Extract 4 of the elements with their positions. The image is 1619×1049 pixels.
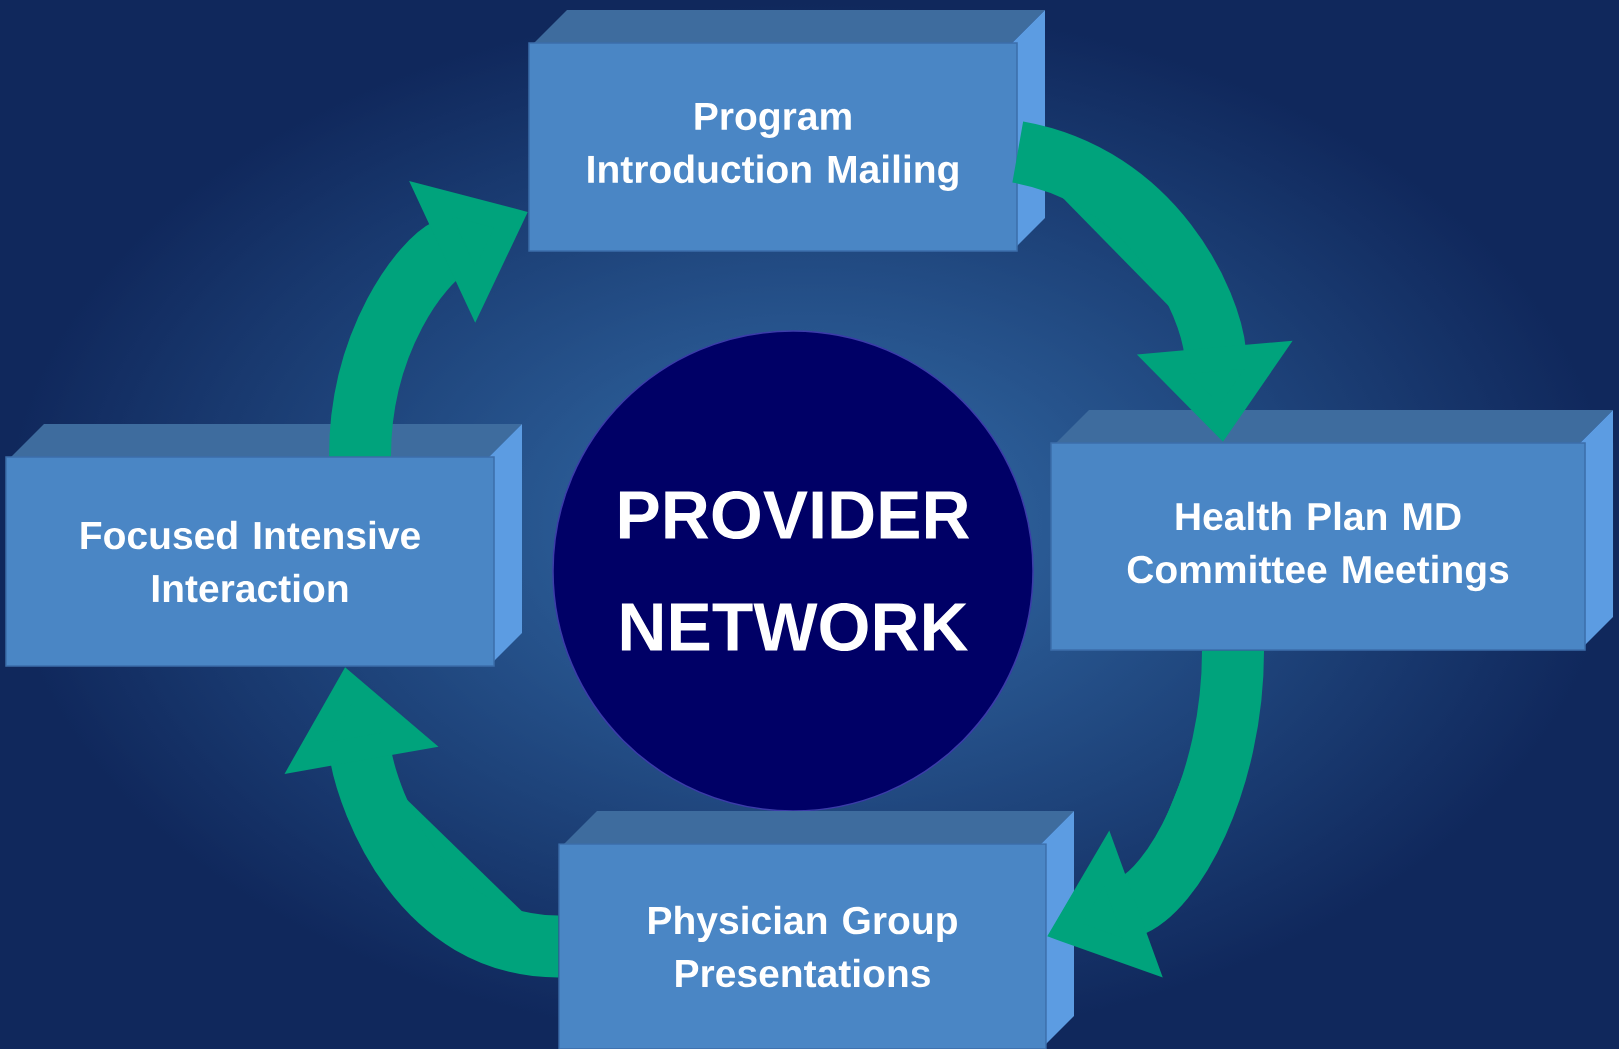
process-box: Health Plan MD Committee Meetings xyxy=(1050,410,1613,651)
process-box: Physician Group Presentations xyxy=(558,811,1074,1049)
process-box: Program Introduction Mailing xyxy=(528,10,1045,252)
process-box: Focused Intensive Interaction xyxy=(5,424,522,667)
